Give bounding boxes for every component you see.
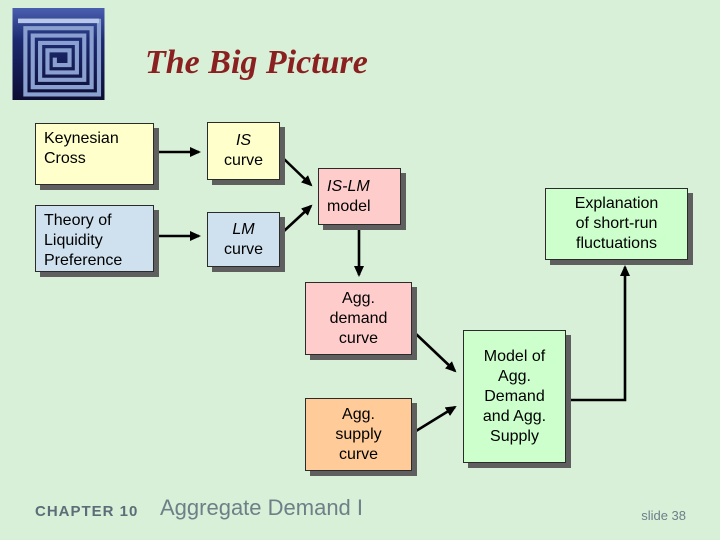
arrow-is-curve-to-islm-model [283,158,313,187]
box-agg-demand-label: Agg. demand curve [329,289,388,347]
box-explanation-fluctuations: Explanation of short-run fluctuations [545,188,688,260]
lm-curve-em: LM [232,220,255,238]
islm-model-rest: model [327,197,371,215]
box-explanation-label: Explanation of short-run fluctuations [574,195,659,252]
box-liquidity-preference: Theory of Liquidity Preference [35,205,154,272]
slide-number: slide 38 [641,508,686,523]
box-keynesian-cross-label: Keynesian Cross [44,130,119,167]
arrow-agg-demand-to-model [415,333,457,373]
box-agg-supply-curve: Agg. supply curve [305,398,412,471]
arrow-model-to-explanation [570,265,630,402]
page-title: The Big Picture [145,44,368,81]
box-liquidity-preference-label: Theory of Liquidity Preference [44,212,123,269]
arrow-lm-curve-to-islm-model [283,204,313,232]
box-keynesian-cross: Keynesian Cross [35,123,154,185]
box-is-curve: IS curve [207,122,280,180]
box-agg-supply-label: Agg. supply curve [335,405,382,463]
islm-model-em: IS-LM [327,177,370,195]
box-lm-curve: LM curve [207,212,280,267]
is-curve-em: IS [235,132,252,149]
arrow-agg-supply-to-model [415,405,457,433]
box-lm-curve-label: LM curve [224,220,263,260]
box-agg-demand-curve: Agg. demand curve [305,282,412,355]
box-is-curve-label: IS curve [224,131,263,171]
box-islm-model: IS-LM model [318,168,401,225]
footer-title: Aggregate Demand I [160,495,364,520]
box-model-ad-as: Model of Agg. Demand and Agg. Supply [463,330,566,463]
spiral-logo-graphic [12,8,105,100]
chapter-label: CHAPTER 10 [35,503,139,520]
is-curve-rest: curve [223,152,264,169]
box-islm-model-label: IS-LM model [327,177,371,217]
lm-curve-rest: curve [223,240,264,258]
book-logo-icon [12,8,105,100]
box-model-ad-as-label: Model of Agg. Demand and Agg. Supply [482,347,547,445]
